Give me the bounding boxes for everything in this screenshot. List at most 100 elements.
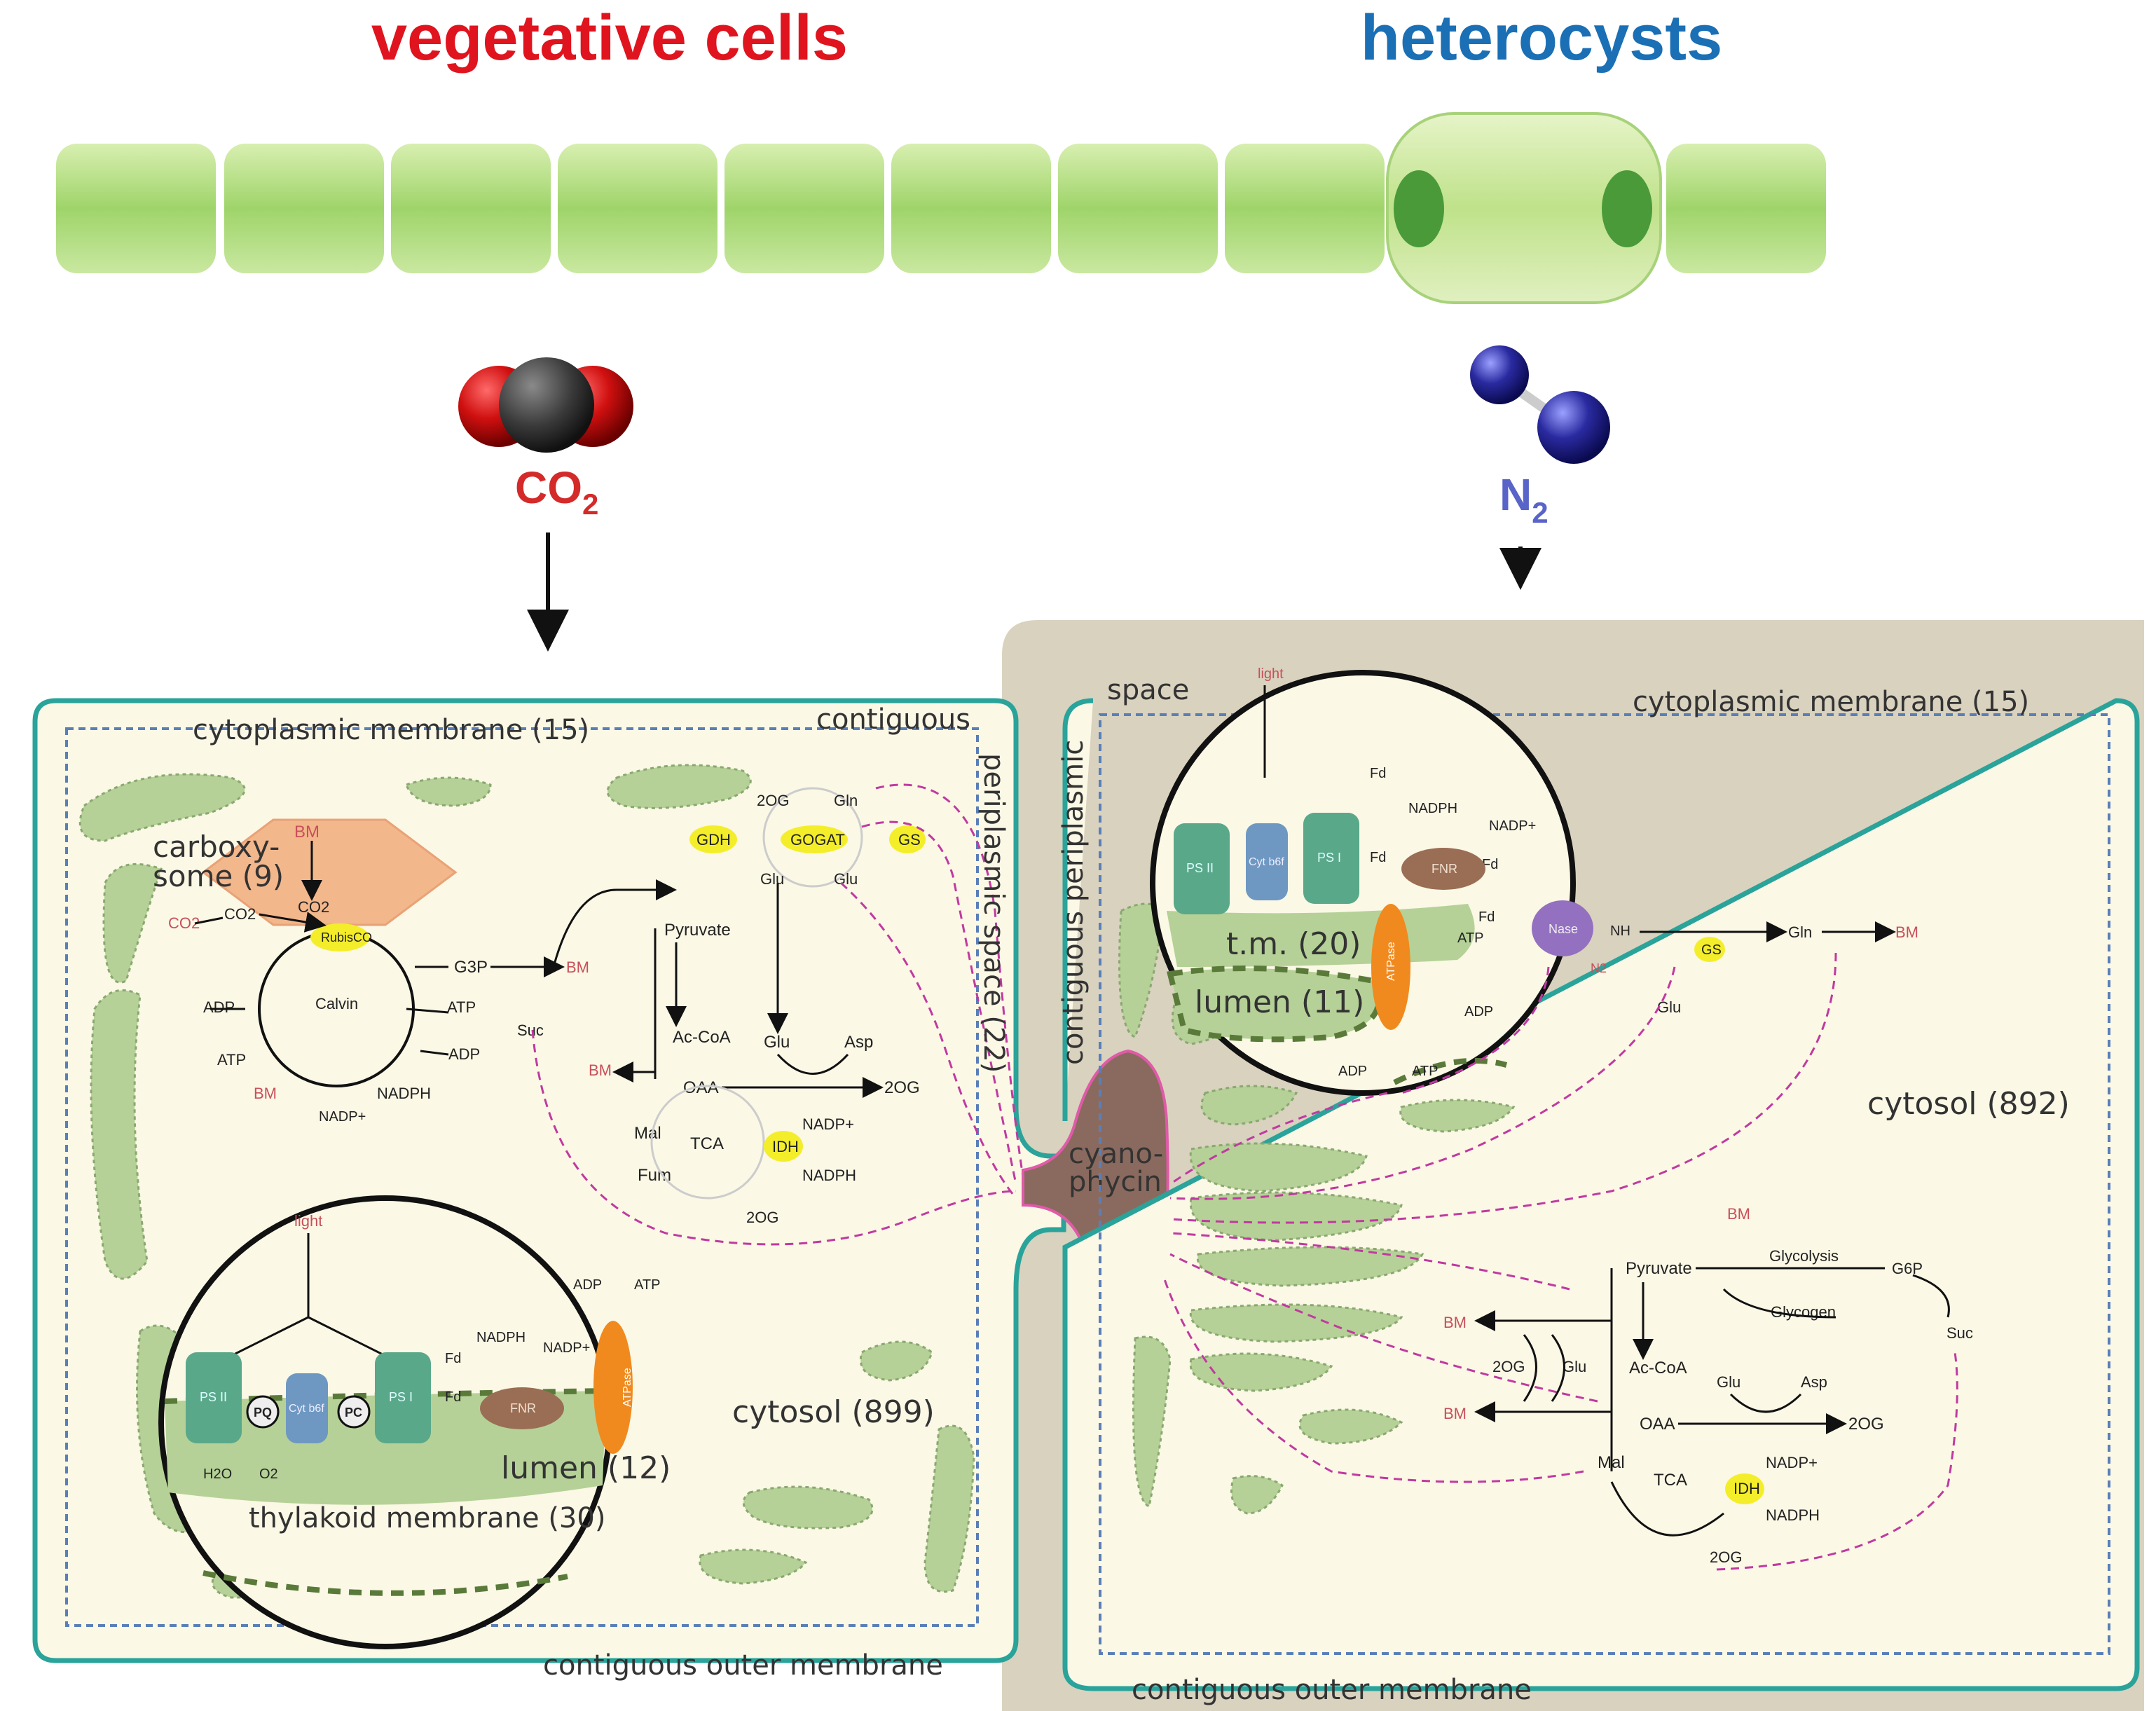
heterocyst-flux-paths xyxy=(1162,952,1958,1571)
nadph-label: NADPH xyxy=(476,1330,526,1345)
heterocyst-cell xyxy=(1386,112,1662,304)
flux-arrow xyxy=(776,1053,849,1075)
atpase-label: ATPase xyxy=(622,1368,633,1407)
g3p-label: G3P xyxy=(454,958,488,977)
adp-label: ADP xyxy=(573,1277,602,1293)
flux-arrow xyxy=(1729,1393,1802,1413)
vegetative-lumen-label: lumen (12) xyxy=(501,1450,671,1486)
heterocyst-thylakoids xyxy=(1118,902,1516,1515)
nadph-label: NADPH xyxy=(1408,801,1457,816)
atpase-label: ATPase xyxy=(1385,942,1397,981)
vegetative-cell xyxy=(725,144,884,273)
gs-marker xyxy=(1694,937,1725,962)
flux-arrow xyxy=(1722,1288,1836,1319)
cyanophycin-label: phycin xyxy=(1069,1166,1162,1198)
vegetative-periplasmic-space-label: periplasmic space (22) xyxy=(977,753,1010,1073)
cyanophycin-label: cyano- xyxy=(1069,1138,1163,1170)
mal-label: Mal xyxy=(1598,1453,1625,1472)
flux-arrow xyxy=(210,1008,449,1056)
flux-arrow xyxy=(194,916,224,925)
pyruvate-label: Pyruvate xyxy=(1626,1259,1692,1278)
vegetative-cell xyxy=(224,144,384,273)
n2-molecule-icon xyxy=(1470,345,1610,464)
co2-label: CO2 xyxy=(515,462,598,521)
gln-label: Gln xyxy=(834,792,858,809)
co2-external: CO2 xyxy=(168,914,200,932)
acoa-label: Ac-CoA xyxy=(673,1028,731,1047)
nh-label: NH xyxy=(1610,923,1630,939)
flux-arrow xyxy=(1610,1481,1724,1537)
bm-label: BM xyxy=(1727,1205,1750,1223)
atp-label: ATP xyxy=(1457,930,1483,946)
vegetative-cell xyxy=(891,144,1051,273)
gs-marker xyxy=(889,825,926,853)
heterocyst-cell-detail: light PS II Cyt b6f PS I Fd Fd Fd Fd NAD… xyxy=(1057,666,2140,1706)
suc-label: Suc xyxy=(517,1022,544,1039)
fd-label: Fd xyxy=(1482,857,1498,872)
gs-gogat-cycle xyxy=(762,787,863,888)
glu-label: Glu xyxy=(1657,998,1681,1016)
tca-cycle xyxy=(650,1085,765,1200)
heterocyst-space-label: space xyxy=(1107,674,1189,706)
flux-arrow xyxy=(1523,1334,1565,1402)
idh-marker xyxy=(1725,1473,1764,1504)
idh-marker xyxy=(764,1131,803,1162)
bm-label: BM xyxy=(1443,1314,1467,1331)
vegetative-cytosol-label: cytosol (899) xyxy=(732,1394,935,1430)
vegetative-cell xyxy=(391,144,551,273)
psii-complex xyxy=(1174,823,1230,914)
tca-label: TCA xyxy=(1654,1471,1687,1490)
nadp-label: NADP+ xyxy=(1489,818,1536,834)
glu-label: Glu xyxy=(834,870,858,888)
adp-label: ADP xyxy=(1464,1004,1493,1019)
bm-label: BM xyxy=(1895,923,1918,941)
co2-metabolite: CO2 xyxy=(224,905,256,923)
psii-label: PS II xyxy=(200,1390,227,1404)
co2-molecule-icon xyxy=(458,357,633,453)
carboxysome-label: some (9) xyxy=(153,859,284,893)
pyruvate-label: Pyruvate xyxy=(664,921,731,940)
gs-label: GS xyxy=(1701,942,1722,958)
vegetative-cell xyxy=(1058,144,1218,273)
vegetative-flux-paths xyxy=(531,783,1024,1246)
pq-pool xyxy=(246,1395,280,1429)
atp-label: ATP xyxy=(634,1277,660,1293)
calvin-label: Calvin xyxy=(315,995,358,1012)
psi-label: PS I xyxy=(1317,851,1341,865)
heterocyst-thylakoid-zoom: light PS II Cyt b6f PS I Fd Fd Fd Fd NAD… xyxy=(1150,666,1630,1096)
nadp-label: NADP+ xyxy=(802,1115,854,1133)
vegetative-cell xyxy=(558,144,717,273)
vegetative-cell-detail: carboxy- some (9) RubisCO Calvin BM CO2 … xyxy=(32,698,1066,1682)
vegetative-cell xyxy=(1225,144,1385,273)
fd-label: Fd xyxy=(1370,850,1386,865)
vegetative-cells-title: vegetative cells xyxy=(371,2,848,74)
bm-label: BM xyxy=(566,958,589,976)
psii-label: PS II xyxy=(1186,861,1214,875)
heterocyst-lumen-label: lumen (11) xyxy=(1195,984,1364,1020)
co2-metabolite: CO2 xyxy=(298,898,329,916)
cytb6f-label: Cyt b6f xyxy=(1249,856,1284,868)
carboxysome-label: carboxy- xyxy=(153,830,280,864)
polar-plug xyxy=(1394,170,1444,247)
nitrogenase xyxy=(1532,900,1593,956)
heterocyst-cytoplasmic-membrane-label: cytoplasmic membrane (15) xyxy=(1633,686,2029,718)
thylakoid-membrane-label: thylakoid membrane (30) xyxy=(249,1502,605,1534)
atpase-complex xyxy=(593,1321,633,1454)
psi-label: PS I xyxy=(389,1390,413,1404)
nadph-label: NADPH xyxy=(1766,1506,1820,1524)
oaa-label: OAA xyxy=(1640,1415,1675,1434)
n2-label: N2 xyxy=(1499,469,1549,529)
2og-label: 2OG xyxy=(884,1078,920,1097)
pc-pool xyxy=(337,1395,371,1429)
polar-plug xyxy=(1602,170,1652,247)
fnr-enzyme xyxy=(1401,848,1485,890)
heterocyst-outer-membrane-label: contiguous outer membrane xyxy=(1132,1674,1532,1706)
atp-label: ATP xyxy=(447,998,476,1016)
heterocyst-cytosol-label: cytosol (892) xyxy=(1867,1086,2070,1122)
psi-complex xyxy=(375,1352,431,1443)
gogat-marker xyxy=(781,825,848,853)
glu-label: Glu xyxy=(760,870,784,888)
fum-label: Fum xyxy=(638,1166,671,1185)
gdh-label: GDH xyxy=(696,831,731,848)
